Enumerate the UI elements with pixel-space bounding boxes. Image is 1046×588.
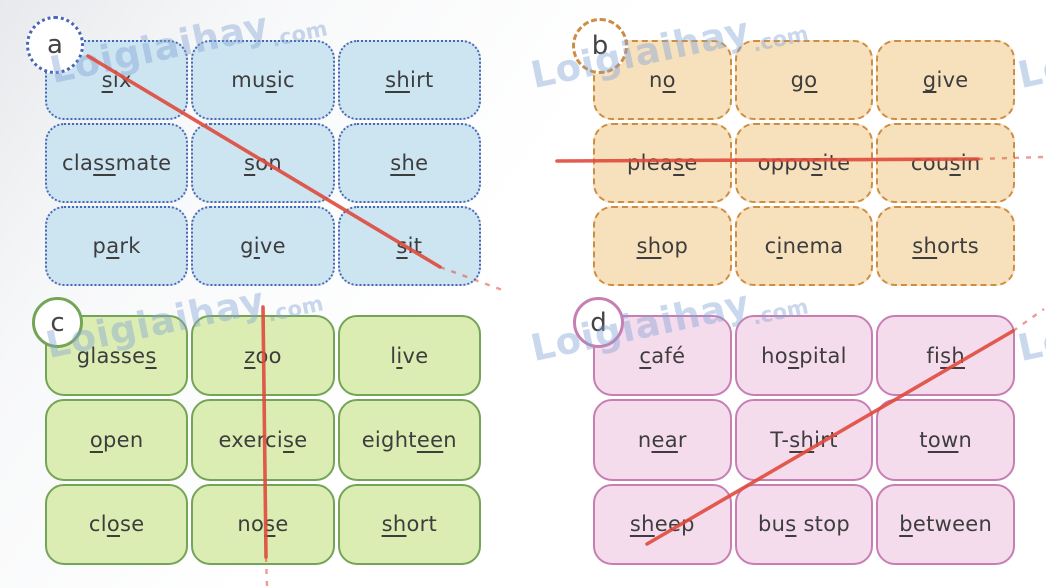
word-cell: classmate (45, 123, 189, 203)
word: exercise (218, 427, 308, 452)
word: bus stop (757, 512, 850, 537)
grid-d-label-circle: d (573, 297, 624, 348)
word: live (390, 343, 429, 368)
grid-c-cells: glasses zoo live open exercise eighteen close n… (45, 315, 481, 565)
word-cell: T-shirt (734, 399, 874, 481)
word: park (92, 234, 141, 258)
word-cell: opposite (734, 123, 874, 203)
bingo-grid-d: café hospital fish near T-shirt town sheep bus … (593, 315, 1015, 565)
watermark: Loigiaihay (1014, 282, 1046, 370)
word: shirt (385, 68, 434, 92)
watermark-text: Loigiaihay (1014, 8, 1046, 98)
word-cell: sheep (593, 483, 732, 565)
word-cell: cousin (876, 123, 1015, 203)
word: six (101, 68, 132, 92)
word: music (231, 68, 295, 92)
word: cinema (764, 234, 844, 258)
word: open (89, 427, 144, 452)
grid-label: b (591, 31, 609, 61)
word: fish (926, 343, 965, 368)
word-cell: park (45, 206, 189, 286)
word-cell: give (191, 206, 335, 286)
word-cell: between (876, 483, 1015, 565)
word-cell: she (337, 123, 481, 203)
word-cell: go (734, 40, 874, 120)
word-cell: town (876, 399, 1015, 481)
word-cell: zoo (191, 315, 335, 397)
word: shop (636, 234, 689, 258)
word-cell: bus stop (734, 483, 874, 565)
word-cell: nose (191, 483, 335, 565)
word: town (919, 427, 973, 452)
word: please (627, 151, 698, 175)
word-cell: son (191, 123, 335, 203)
word-cell: live (337, 315, 481, 397)
strike-line-d-tail (1012, 308, 1045, 332)
word: café (639, 343, 686, 368)
word: shorts (912, 234, 980, 258)
word-cell: shorts (876, 206, 1015, 286)
word: between (899, 512, 993, 537)
word: zoo (244, 343, 282, 368)
word-cell: glasses (45, 315, 189, 397)
word: cousin (910, 151, 981, 175)
grid-a-label-circle: a (26, 16, 84, 74)
word: T-shirt (770, 427, 838, 452)
word-cell: shop (593, 206, 732, 286)
word: glasses (76, 343, 157, 368)
grid-label: c (50, 307, 65, 338)
word: eighteen (361, 427, 457, 452)
word: go (790, 68, 818, 92)
word: classmate (62, 151, 172, 175)
word-cell: hospital (734, 315, 874, 397)
word-cell: cinema (734, 206, 874, 286)
word: no (648, 68, 676, 92)
word: sheep (629, 512, 695, 537)
grid-d-cells: café hospital fish near T-shirt town sheep bus … (593, 315, 1015, 565)
word: near (637, 427, 687, 452)
word-cell: exercise (191, 399, 335, 481)
word: give (240, 234, 286, 258)
grid-label: a (47, 30, 63, 60)
bingo-grid-a: six music shirt classmate son she park give sit (45, 40, 481, 286)
word: opposite (757, 151, 851, 175)
watermark-text: Loigiaihay (1014, 281, 1046, 371)
word-cell: eighteen (337, 399, 481, 481)
grid-a-cells: six music shirt classmate son she park give sit (45, 40, 481, 286)
word: nose (237, 512, 289, 537)
word-cell: close (45, 483, 189, 565)
word-cell: short (337, 483, 481, 565)
grid-c-label-circle: c (32, 297, 83, 348)
word: short (381, 512, 438, 537)
word: close (88, 512, 145, 537)
word-cell: give (876, 40, 1015, 120)
word-cell: shirt (337, 40, 481, 120)
word-cell: near (593, 399, 732, 481)
word-cell: please (593, 123, 732, 203)
word: sit (396, 234, 423, 258)
watermark: Loigiaihay (1014, 9, 1046, 97)
word: son (243, 151, 282, 175)
word-cell: open (45, 399, 189, 481)
word-cell: fish (876, 315, 1015, 397)
grid-label: d (590, 307, 607, 338)
word: hospital (761, 343, 847, 368)
grid-b-cells: no go give please opposite cousin shop cinema sh… (593, 40, 1015, 286)
grid-b-label-circle: b (572, 18, 628, 74)
word-cell: music (191, 40, 335, 120)
bingo-grid-c: glasses zoo live open exercise eighteen close n… (45, 315, 481, 565)
bingo-grid-b: no go give please opposite cousin shop cinema sh… (593, 40, 1015, 286)
word: give (922, 68, 969, 92)
word: she (390, 151, 429, 175)
word-cell: sit (337, 206, 481, 286)
